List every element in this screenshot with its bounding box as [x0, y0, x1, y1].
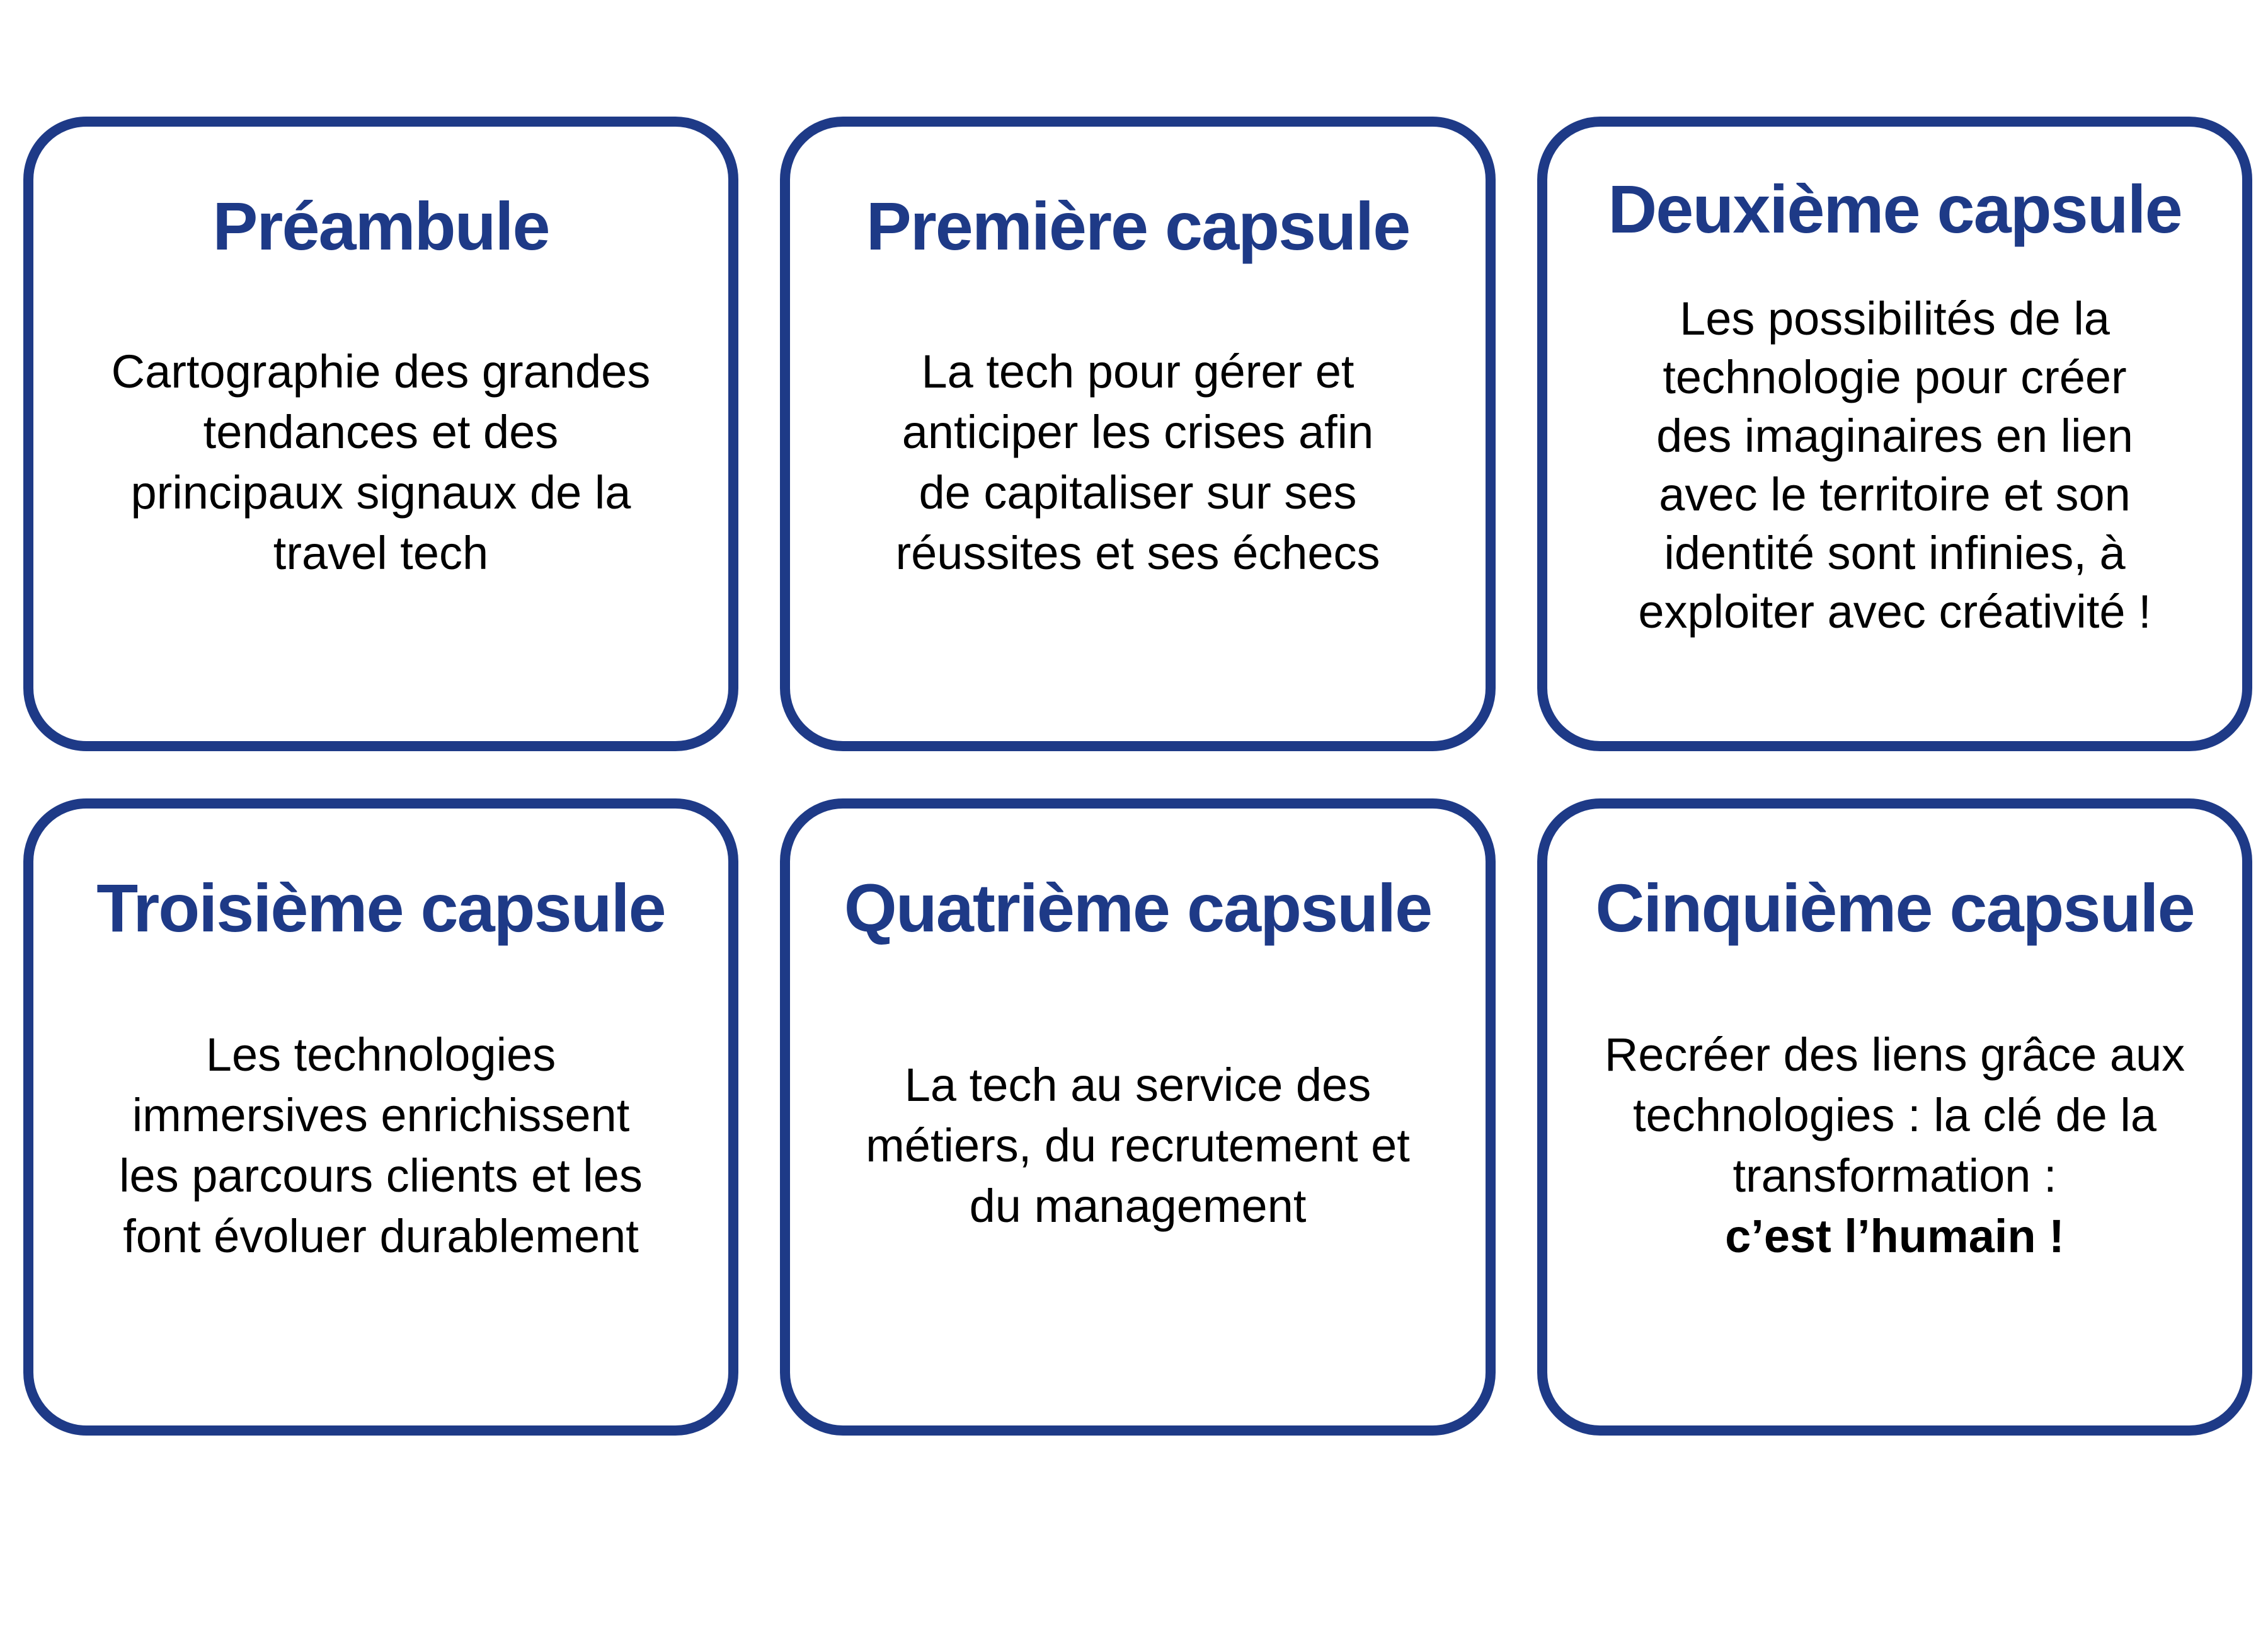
body-line: les parcours clients et les: [119, 1149, 643, 1202]
card-premiere-capsule: Première capsule La tech pour gérer et a…: [780, 117, 1496, 751]
body-line: transformation :: [1732, 1149, 2057, 1202]
capsule-card-grid: Préambule Cartographie des grandes tenda…: [23, 117, 2252, 1436]
body-line-emphasis: c’est l’humain !: [1725, 1209, 2065, 1262]
card-body-troisieme: Les technologies immersives enrichissent…: [33, 947, 728, 1425]
body-line: Les possibilités de la: [1680, 292, 2110, 345]
body-line: Cartographie des grandes: [111, 345, 651, 398]
card-title-premiere: Première capsule: [866, 188, 1411, 264]
body-line: technologies : la clé de la: [1633, 1088, 2156, 1141]
card-cinquieme-capsule: Cinquième capsule Recréer des liens grâc…: [1537, 798, 2252, 1436]
body-line: métiers, du recrutement et: [866, 1119, 1410, 1172]
body-line: de capitaliser sur ses: [919, 466, 1357, 519]
card-preambule: Préambule Cartographie des grandes tenda…: [23, 117, 738, 751]
body-line: font évoluer durablement: [123, 1209, 639, 1262]
body-line: principaux signaux de la: [130, 466, 631, 519]
card-title-troisieme: Troisième capsule: [96, 870, 666, 946]
body-line: des imaginaires en lien: [1656, 409, 2133, 462]
body-line: immersives enrichissent: [132, 1088, 630, 1141]
body-line: Les technologies: [205, 1028, 556, 1081]
card-troisieme-capsule: Troisième capsule Les technologies immer…: [23, 798, 738, 1436]
body-line: avec le territoire et son: [1659, 468, 2131, 521]
card-body-premiere: La tech pour gérer et anticiper les cris…: [790, 265, 1486, 741]
card-body-preambule: Cartographie des grandes tendances et de…: [33, 265, 728, 741]
body-line: La tech pour gérer et: [921, 345, 1354, 398]
body-line: exploiter avec créativité !: [1638, 585, 2151, 638]
card-title-deuxieme: Deuxième capsule: [1608, 171, 2182, 247]
body-line: Recréer des liens grâce aux: [1604, 1028, 2185, 1081]
body-line: La tech au service des: [904, 1058, 1372, 1111]
body-line: du management: [969, 1179, 1307, 1232]
body-line: identité sont infinies, à: [1664, 526, 2126, 579]
body-line: anticiper les crises afin: [902, 405, 1374, 458]
body-line: technologie pour créer: [1663, 350, 2127, 403]
card-title-preambule: Préambule: [212, 188, 550, 264]
card-title-cinquieme: Cinquième capsule: [1595, 870, 2195, 946]
card-quatrieme-capsule: Quatrième capsule La tech au service des…: [780, 798, 1496, 1436]
body-line: travel tech: [273, 526, 489, 579]
card-body-quatrieme: La tech au service des métiers, du recru…: [790, 947, 1486, 1425]
card-deuxieme-capsule: Deuxième capsule Les possibilités de la …: [1537, 117, 2252, 751]
card-body-cinquieme: Recréer des liens grâce aux technologies…: [1547, 947, 2242, 1425]
body-line: tendances et des: [203, 405, 559, 458]
card-body-deuxieme: Les possibilités de la technologie pour …: [1547, 248, 2242, 741]
body-line: réussites et ses échecs: [895, 526, 1380, 579]
card-title-quatrieme: Quatrième capsule: [844, 870, 1433, 946]
